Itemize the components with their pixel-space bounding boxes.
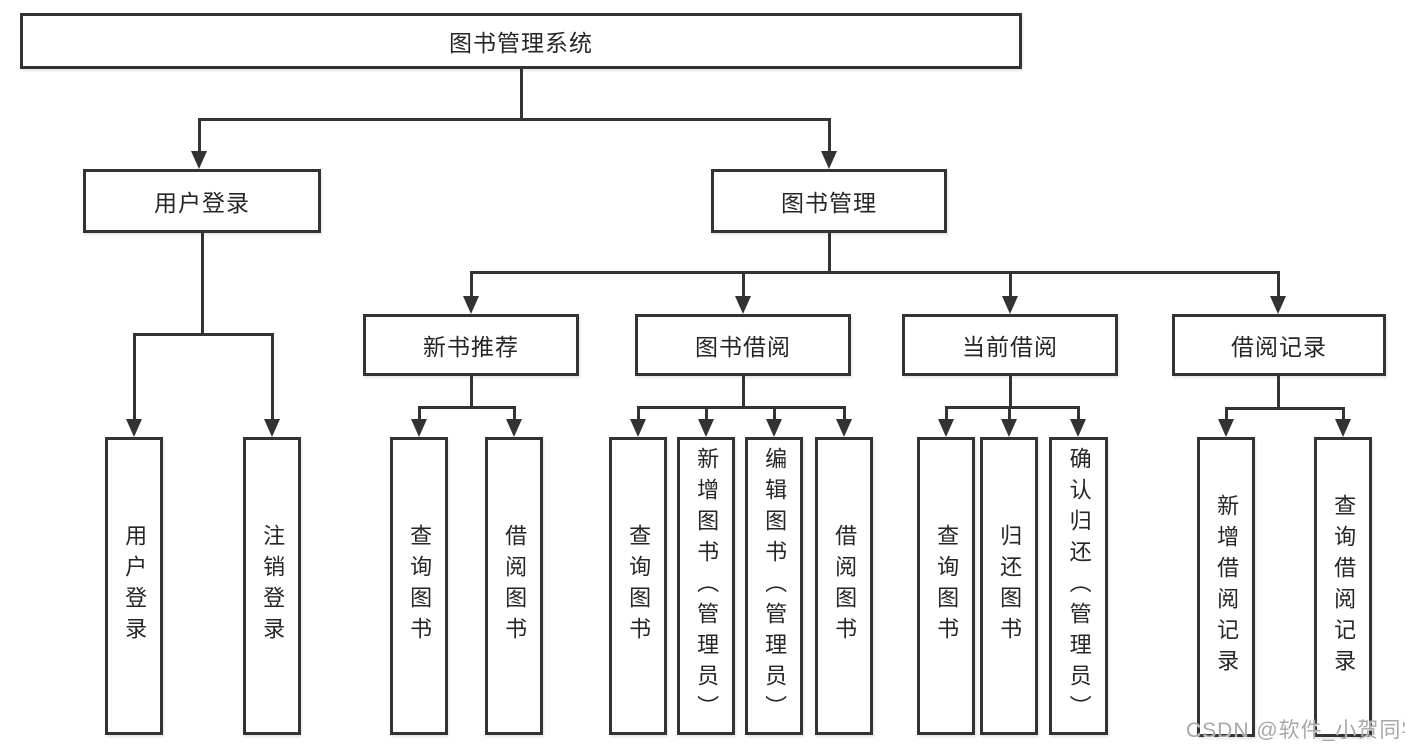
connector-stem [417, 406, 421, 420]
leaf-label: 用户登录 [122, 524, 148, 648]
leaf-label: 归还图书 [997, 524, 1023, 648]
arrow-down-icon [506, 419, 522, 437]
connector-stem [827, 118, 831, 152]
node-new-book-recommendation: 新书推荐 [363, 314, 579, 376]
connector-stem [944, 406, 948, 420]
connector-stem [1076, 406, 1080, 420]
connector-stem [197, 118, 201, 152]
node-library-management-system: 图书管理系统 [20, 13, 1022, 69]
node-label: 借阅记录 [1231, 334, 1327, 360]
connector-stem [636, 406, 640, 420]
connector-branch [417, 406, 516, 409]
node-label: 图书借阅 [695, 334, 791, 360]
connector-stem [704, 406, 708, 420]
arrow-down-icon [1270, 296, 1286, 314]
leaf-label: 借阅图书 [502, 524, 528, 648]
arrow-down-icon [1218, 419, 1234, 437]
leaf-add-borrow-record: 新增借阅记录 [1197, 437, 1255, 737]
node-label: 图书管理 [781, 190, 877, 216]
leaf-label: 编辑图书（管理员） [762, 446, 788, 726]
connector-stem [1007, 406, 1011, 420]
node-borrowing-records: 借阅记录 [1172, 314, 1386, 376]
arrow-down-icon [191, 151, 207, 169]
leaf-return-books: 归还图书 [980, 437, 1038, 735]
connector-branch [944, 406, 1080, 409]
connector-stem [469, 376, 473, 409]
node-current-borrowing: 当前借阅 [902, 314, 1118, 376]
connector-stem [1008, 271, 1012, 297]
connector-stem [512, 406, 516, 420]
node-label: 新书推荐 [423, 334, 519, 360]
leaf-confirm-return-admin: 确认归还（管理员） [1049, 437, 1108, 735]
leaf-user-login: 用户登录 [105, 437, 163, 735]
leaf-label: 查询图书 [626, 524, 652, 648]
connector-stem [827, 233, 831, 274]
leaf-label: 确认归还（管理员） [1066, 446, 1092, 726]
node-user-login: 用户登录 [83, 169, 321, 233]
leaf-label: 查询图书 [934, 524, 960, 648]
arrow-down-icon [411, 419, 427, 437]
leaf-query-books-borrow: 查询图书 [609, 437, 667, 735]
leaf-edit-books-admin: 编辑图书（管理员） [745, 437, 803, 735]
connector-stem [842, 406, 846, 420]
arrow-down-icon [264, 419, 280, 437]
arrow-down-icon [836, 419, 852, 437]
leaf-logout: 注销登录 [243, 437, 301, 735]
arrow-down-icon [821, 151, 837, 169]
leaf-query-borrow-record: 查询借阅记录 [1314, 437, 1372, 737]
leaf-label: 注销登录 [260, 524, 286, 648]
leaf-add-books-admin: 新增图书（管理员） [677, 437, 735, 735]
node-label: 图书管理系统 [449, 30, 593, 56]
arrow-down-icon [463, 296, 479, 314]
connector-stem [200, 233, 204, 336]
leaf-query-books-current: 查询图书 [917, 437, 975, 735]
arrow-down-icon [126, 419, 142, 437]
arrow-down-icon [630, 419, 646, 437]
connector-stem [1276, 376, 1280, 410]
connector-branch [132, 333, 274, 336]
leaf-label: 借阅图书 [832, 524, 858, 648]
leaf-label: 新增图书（管理员） [694, 446, 720, 726]
node-label: 用户登录 [154, 190, 250, 216]
leaf-label: 查询图书 [407, 524, 433, 648]
node-book-management: 图书管理 [711, 169, 947, 233]
arrow-down-icon [1002, 296, 1018, 314]
connector-stem [519, 69, 523, 121]
leaf-label: 新增借阅记录 [1214, 494, 1240, 680]
connector-stem [741, 271, 745, 297]
connector-stem [469, 271, 473, 297]
arrow-down-icon [938, 419, 954, 437]
connector-stem [772, 406, 776, 420]
arrow-down-icon [698, 419, 714, 437]
connector-stem [741, 376, 745, 409]
connector-branch [197, 118, 831, 121]
arrow-down-icon [1001, 419, 1017, 437]
node-book-borrowing: 图书借阅 [635, 314, 851, 376]
csdn-watermark: CSDN @软件_小贺同学 [1186, 719, 1405, 742]
arrow-down-icon [1335, 419, 1351, 437]
connector-stem [1341, 407, 1345, 420]
node-label: 当前借阅 [962, 334, 1058, 360]
arrow-down-icon [766, 419, 782, 437]
connector-branch [469, 271, 1280, 274]
leaf-borrow-books: 借阅图书 [815, 437, 873, 735]
arrow-down-icon [1070, 419, 1086, 437]
connector-stem [270, 333, 274, 420]
arrow-down-icon [735, 296, 751, 314]
connector-stem [132, 333, 136, 420]
leaf-query-books-recommend: 查询图书 [390, 437, 448, 735]
connector-stem [1008, 376, 1012, 409]
connector-branch [636, 406, 846, 409]
connector-branch [1224, 407, 1345, 410]
leaf-borrow-books-recommend: 借阅图书 [485, 437, 543, 735]
connector-stem [1276, 271, 1280, 297]
connector-stem [1224, 407, 1228, 420]
leaf-label: 查询借阅记录 [1331, 494, 1357, 680]
